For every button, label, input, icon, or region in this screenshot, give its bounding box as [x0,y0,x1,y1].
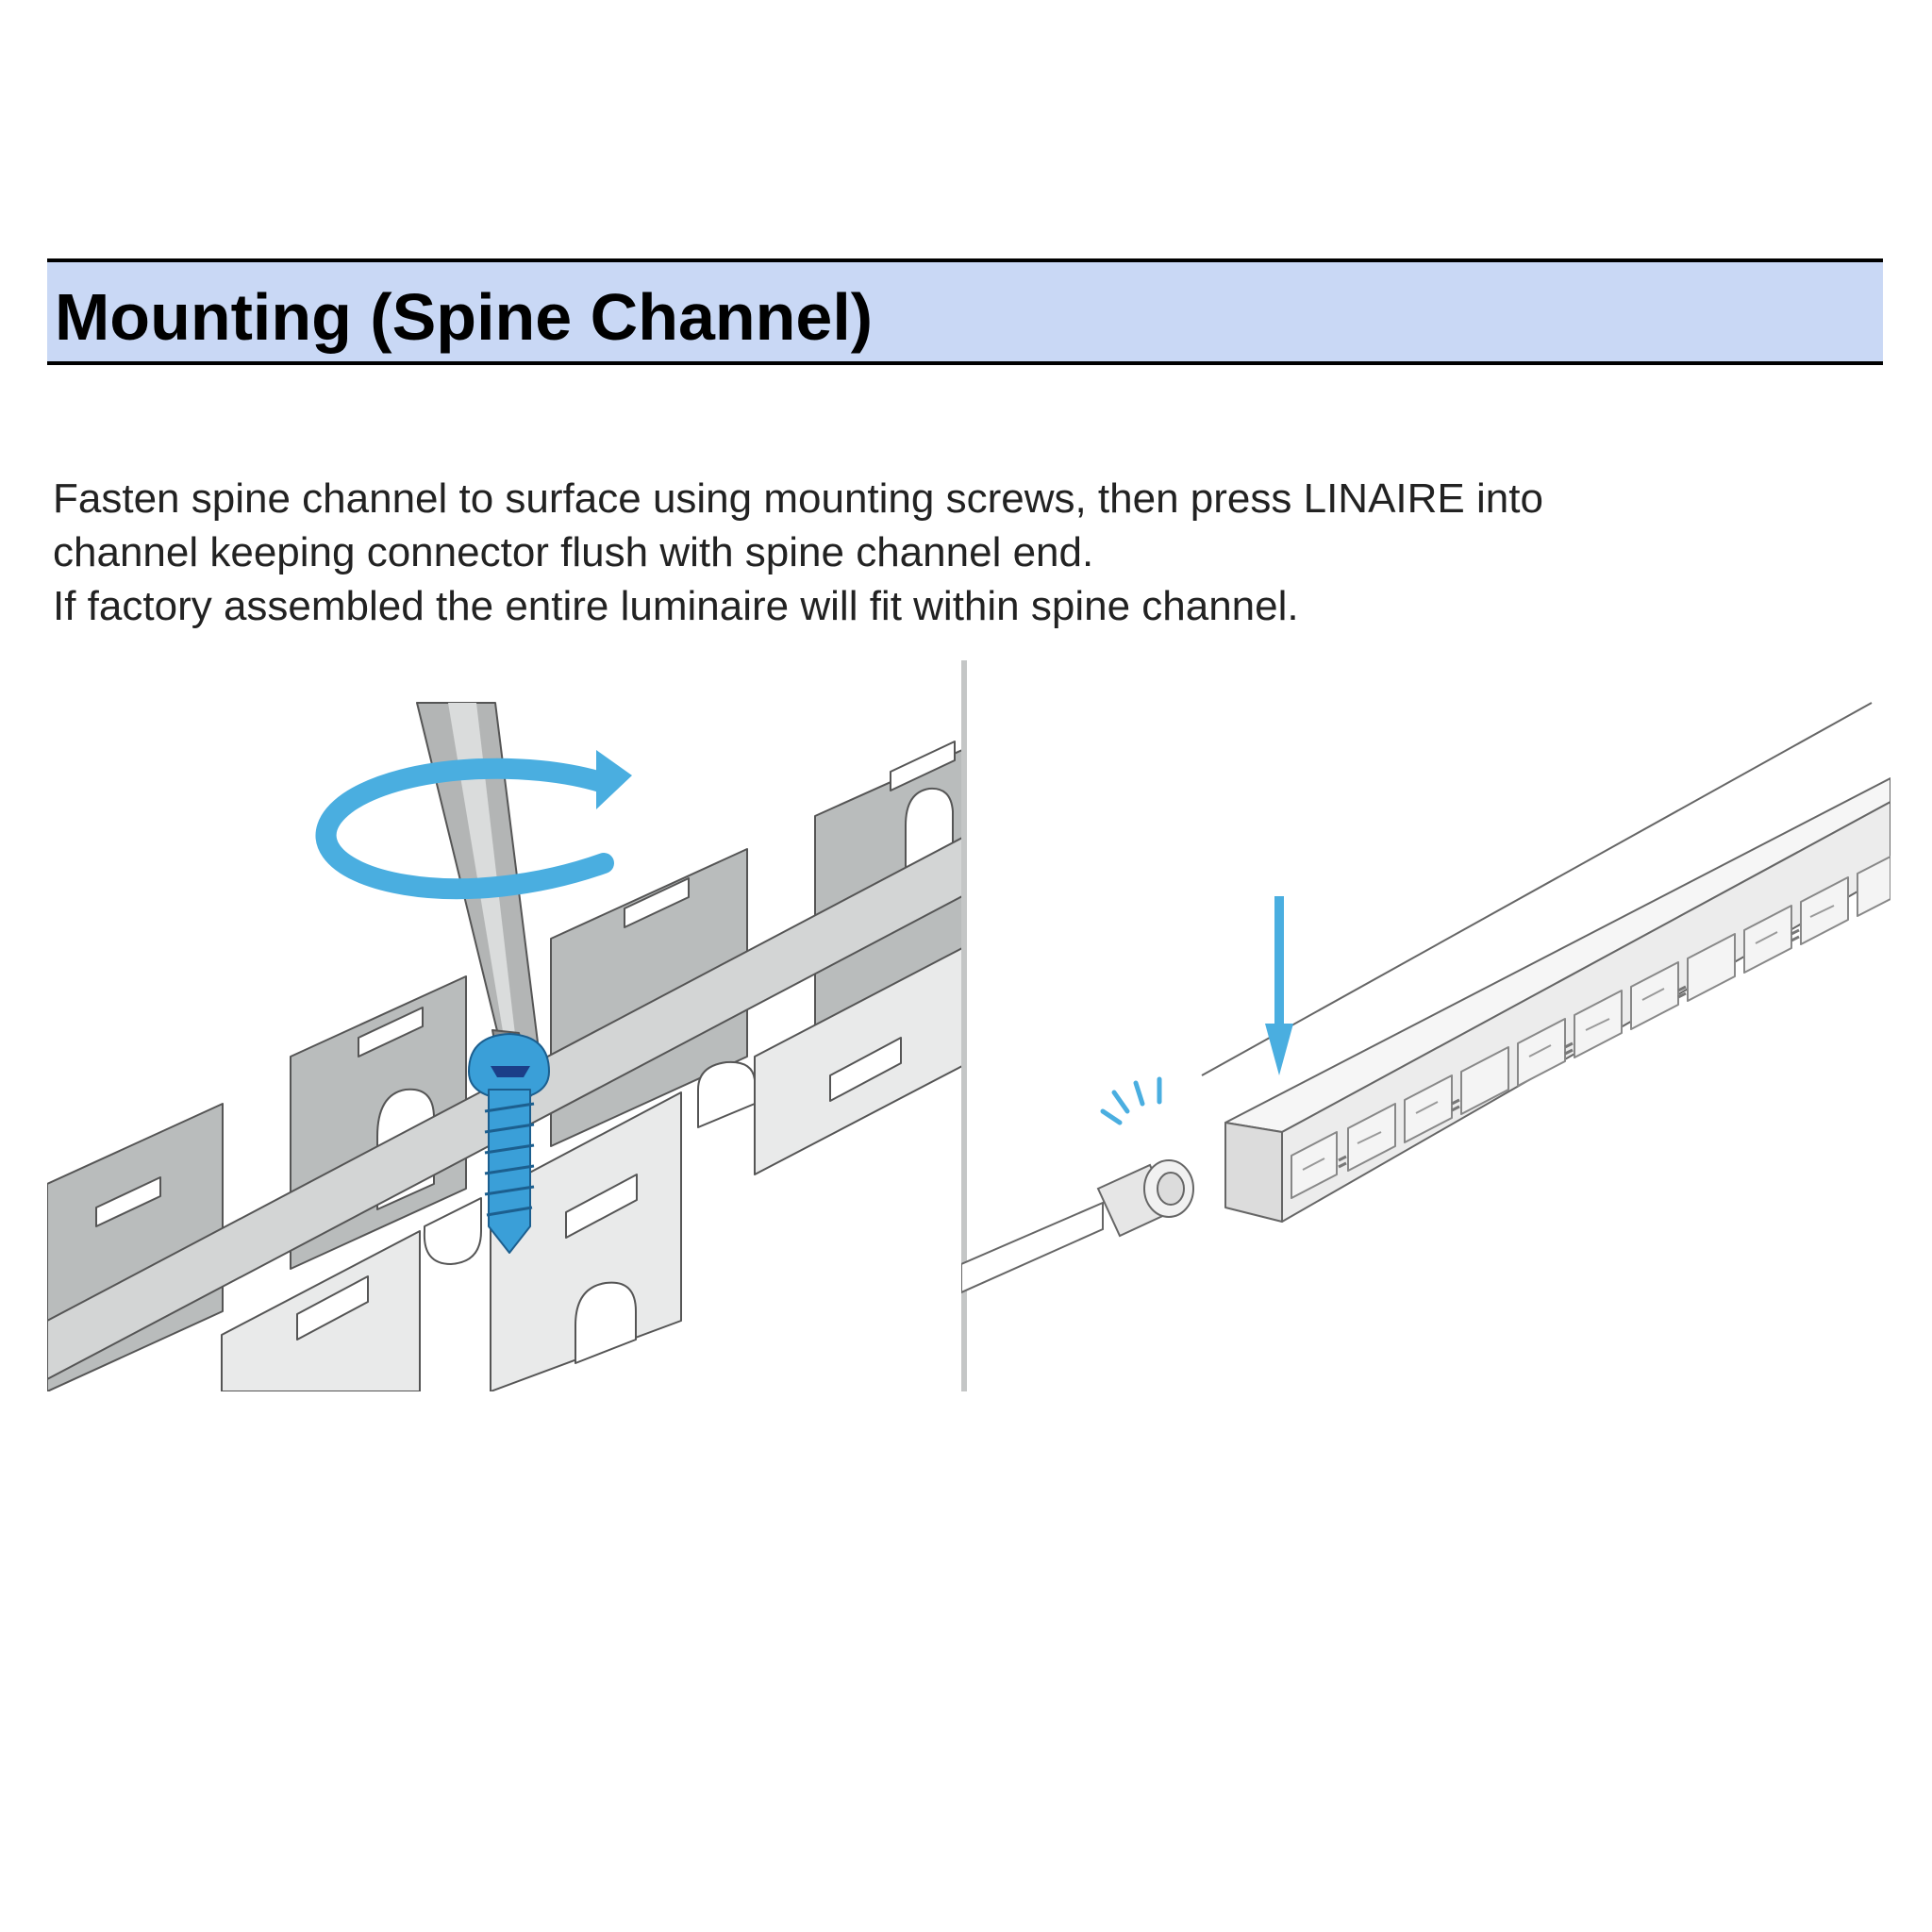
screw-icon [468,1033,550,1254]
instruction-line: channel keeping connector flush with spi… [53,529,1094,575]
press-luminaire-illustration [961,660,1890,1391]
fasten-channel-illustration [47,702,962,1391]
click-marks-icon [1100,1076,1162,1125]
rotate-arrow-icon [315,750,632,900]
section-header: Mounting (Spine Channel) [47,258,1883,365]
press-down-arrow-icon [1265,896,1293,1075]
illustration-press-luminaire [961,660,1890,1391]
instructions-text: Fasten spine channel to surface using mo… [53,472,1883,633]
instruction-line: If factory assembled the entire luminair… [53,583,1299,629]
instruction-line: Fasten spine channel to surface using mo… [53,475,1543,522]
illustration-fasten-channel [47,660,962,1391]
section-title: Mounting (Spine Channel) [55,280,874,354]
surface-edge [1201,702,1873,1076]
cable-icon [961,1201,1104,1294]
connector-icon [1096,1159,1194,1238]
luminaire-icon [1224,777,1890,1223]
